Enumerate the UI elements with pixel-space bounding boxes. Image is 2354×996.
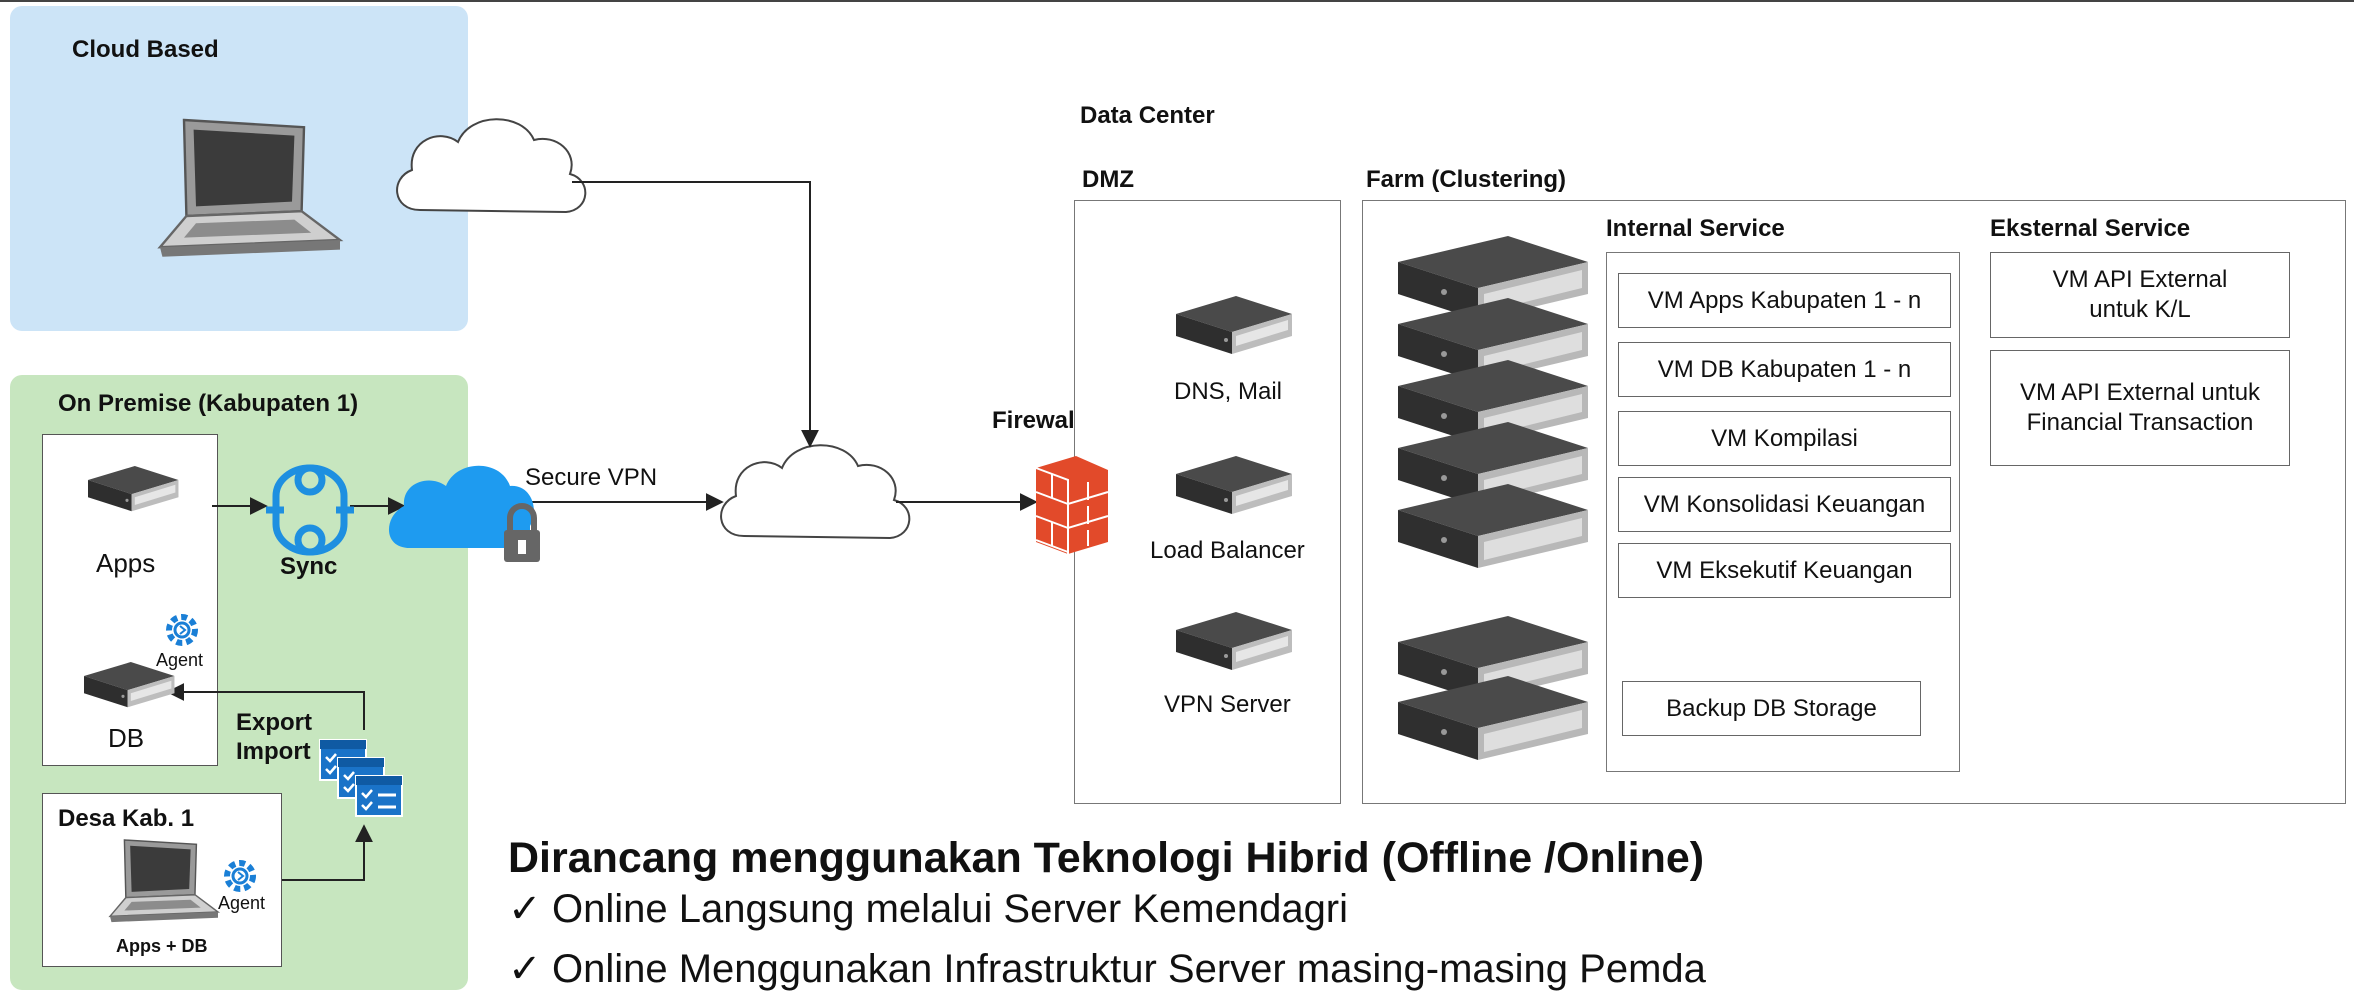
db-label: DB: [108, 723, 145, 753]
footer-item-text: Online Menggunakan Infrastruktur Server …: [552, 947, 1706, 991]
vm-external-2: VM API External untuk Financial Transact…: [1990, 350, 2290, 466]
internet-top-label: Internet: [442, 156, 524, 183]
cloud-based-title: Cloud Based: [72, 36, 219, 63]
on-premise-server-box: [42, 434, 218, 766]
check-icon: ✓: [508, 947, 542, 991]
load-balancer-label: Load Balancer: [1150, 537, 1305, 564]
import-label: Import: [236, 738, 311, 765]
sync-label: Sync: [280, 553, 338, 580]
firewall-label: Firewall: [992, 407, 1082, 434]
footer-title: Dirancang menggunakan Teknologi Hibrid (…: [508, 834, 1705, 882]
internet-mid-label: Internet: [766, 479, 848, 506]
dns-mail-label: DNS, Mail: [1174, 378, 1283, 405]
vpn-server-label: VPN Server: [1164, 691, 1291, 718]
desa-caption: Apps + DB: [116, 936, 208, 956]
vm-external-1: VM API External untuk K/L: [1990, 252, 2290, 338]
eksternal-service-title: Eksternal Service: [1990, 215, 2191, 242]
vm-internal-3: VM Kompilasi: [1618, 411, 1951, 466]
dmz-title: DMZ: [1082, 166, 1134, 193]
footer-item-2: ✓Online Menggunakan Infrastruktur Server…: [508, 946, 1706, 992]
internal-service-title: Internal Service: [1606, 215, 1785, 242]
export-label: Export: [236, 709, 313, 736]
on-premise-title: On Premise (Kabupaten 1): [58, 390, 359, 417]
vm-backup-db-storage: Backup DB Storage: [1622, 681, 1921, 736]
vm-internal-4: VM Konsolidasi Keuangan: [1618, 477, 1951, 532]
footer-item-text: Online Langsung melalui Server Kemendagr…: [552, 887, 1349, 931]
data-center-title: Data Center: [1080, 102, 1215, 129]
vm-internal-5: VM Eksekutif Keuangan: [1618, 543, 1951, 598]
agent-label: Agent: [156, 650, 204, 670]
footer-item-1: ✓Online Langsung melalui Server Kemendag…: [508, 886, 1348, 932]
apps-label: Apps: [96, 548, 156, 578]
farm-title: Farm (Clustering): [1366, 166, 1567, 193]
agent-desa-label: Agent: [218, 893, 266, 913]
vm-internal-2: VM DB Kabupaten 1 - n: [1618, 342, 1951, 397]
vm-internal-1: VM Apps Kabupaten 1 - n: [1618, 273, 1951, 328]
desa-title: Desa Kab. 1: [58, 805, 195, 832]
secure-vpn-label: Secure VPN: [525, 464, 658, 491]
check-icon: ✓: [508, 887, 542, 931]
